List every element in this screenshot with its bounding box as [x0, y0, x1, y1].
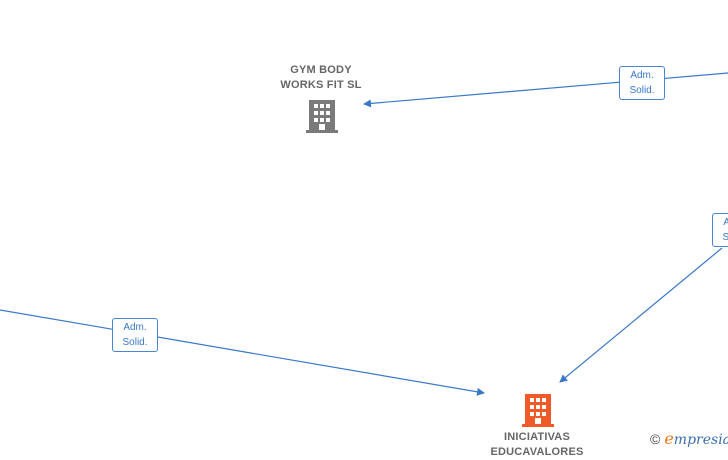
node-iniciativas-label: INICIATIVAS EDUCAVALORES: [490, 431, 584, 458]
copyright-icon: ©: [650, 431, 661, 447]
edge-e3-line[interactable]: [559, 247, 723, 383]
brand-name: mpresia: [673, 432, 728, 448]
edge-e2-line[interactable]: [0, 309, 485, 396]
node-gym-label: GYM BODY WORKS FIT SL: [280, 64, 362, 91]
building-icon[interactable]: [522, 392, 554, 428]
building-icon[interactable]: [306, 98, 338, 134]
edge-e3-label[interactable]: Adm. Solid.: [712, 213, 728, 247]
brand-initial: e: [664, 429, 674, 448]
diagram-canvas: [0, 72, 728, 396]
edge-e2-label[interactable]: Adm. Solid.: [112, 318, 158, 352]
edge-e1-line[interactable]: [363, 72, 728, 108]
empresia-watermark: ©empresia: [650, 429, 728, 448]
edge-e1-label[interactable]: Adm. Solid.: [619, 66, 665, 100]
